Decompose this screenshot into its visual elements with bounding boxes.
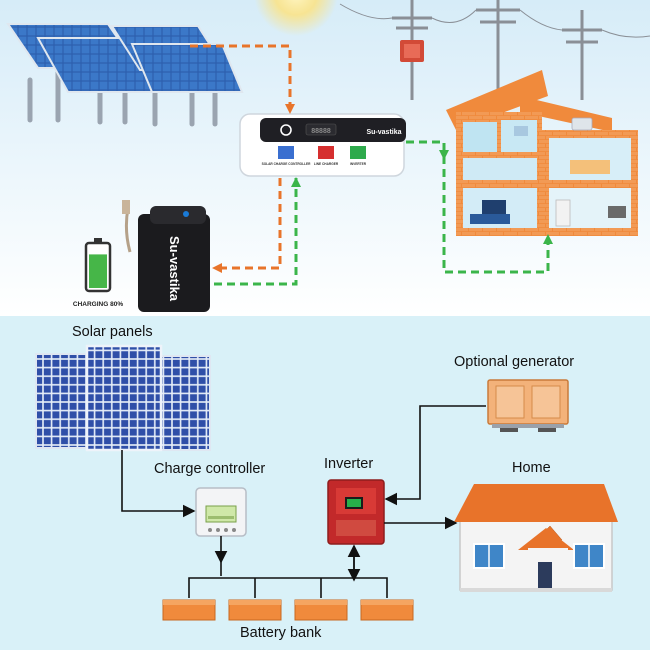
energy-flow-lines — [190, 44, 550, 286]
battery-unit: Su-vastika — [122, 200, 210, 312]
label-inverter: Inverter — [324, 456, 373, 472]
installation-scene-svg: 88888 Su-vastika SOLAR CHARGE CONTROLLER… — [0, 0, 650, 316]
charge-level-fill — [89, 254, 107, 288]
line-charger-module-icon — [318, 146, 334, 159]
system-diagram-svg: Solar panels Optional generator Charge c… — [0, 316, 650, 650]
inverter-brand-label: Su-vastika — [366, 129, 401, 136]
inverter-display-text: 88888 — [311, 128, 331, 135]
solar-panels-icon — [35, 344, 211, 452]
label-solar-panels: Solar panels — [72, 324, 153, 340]
diagram-connectors — [121, 405, 486, 598]
module-label-line-charger: LINE CHARGER — [314, 162, 339, 166]
charge-controller-icon — [195, 487, 247, 537]
label-battery-bank: Battery bank — [240, 625, 322, 641]
home-icon — [454, 484, 618, 592]
charge-status-text: CHARGING 80% — [73, 301, 123, 308]
label-home: Home — [512, 460, 551, 476]
inverter-unit: 88888 Su-vastika SOLAR CHARGE CONTROLLER… — [239, 113, 406, 177]
module-label-inverter: INVERTER — [350, 162, 367, 166]
solar-panel-array — [6, 23, 244, 127]
battery-brand-label: Su-vastika — [167, 236, 182, 302]
solar-charge-module-icon — [278, 146, 294, 159]
house-cutaway — [446, 70, 638, 236]
battery-bank-icon — [162, 599, 414, 621]
installation-scene: 88888 Su-vastika SOLAR CHARGE CONTROLLER… — [0, 0, 650, 316]
module-label-solar-charge: SOLAR CHARGE CONTROLLER — [262, 162, 312, 166]
inverter-module-icon — [350, 146, 366, 159]
flow-arrowheads — [212, 104, 553, 273]
battery-charge-gauge: CHARGING 80% — [73, 238, 123, 308]
label-optional-generator: Optional generator — [454, 354, 574, 370]
label-charge-controller: Charge controller — [154, 461, 265, 477]
system-diagram: Solar panels Optional generator Charge c… — [0, 316, 650, 650]
inverter-icon — [327, 479, 385, 545]
generator-icon — [487, 379, 569, 432]
sun-icon — [254, 0, 338, 36]
